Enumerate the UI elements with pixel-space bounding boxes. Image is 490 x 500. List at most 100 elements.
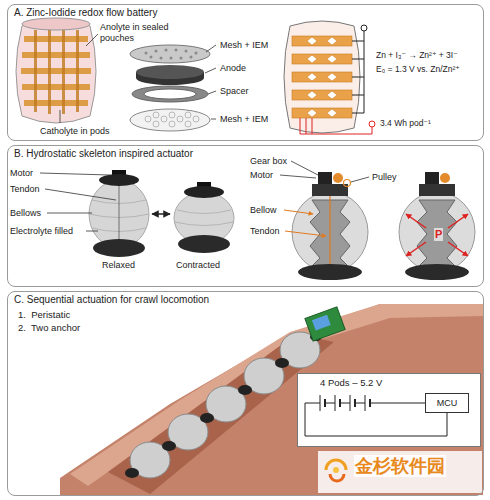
circuit-inset — [370, 403, 425, 404]
leader-line — [60, 34, 98, 123]
actuator-pressure — [448, 242, 468, 256]
cell-schematic — [284, 21, 375, 134]
pod-illustration — [16, 19, 96, 123]
watermark-logo — [318, 451, 482, 493]
robot — [305, 307, 345, 341]
part-label: Bellows — [10, 208, 41, 219]
actuator-section — [292, 172, 368, 280]
actuator-relaxed — [89, 170, 149, 257]
leader-line — [208, 91, 216, 94]
circuit-inset — [365, 395, 366, 411]
ground — [60, 304, 483, 495]
exploded-cell — [193, 116, 199, 122]
circuit-inset — [297, 373, 481, 447]
panel-band: B. Hydrostatic skeleton inspired actuato… — [7, 145, 484, 287]
exploded-cell — [161, 116, 167, 122]
cell-schematic — [300, 118, 301, 134]
watermark: 金杉软件园 — [354, 455, 446, 477]
ground — [70, 304, 483, 486]
cell-schematic — [306, 118, 307, 134]
cell-schematic — [307, 37, 317, 45]
panel-heading: A. Zinc-Iodide redox flow battery — [14, 7, 157, 19]
cell-schematic — [292, 108, 352, 118]
energy-label: 3.4 Wh pod⁻¹ — [380, 118, 431, 128]
cell-schematic — [352, 95, 364, 96]
panel-heading: C. Sequential actuation for crawl locomo… — [14, 294, 209, 306]
exploded-cell — [130, 45, 210, 63]
circuit-inset — [335, 395, 336, 411]
exploded-cell — [153, 112, 159, 118]
exploded-cell — [145, 49, 198, 60]
equation: Zn + I₃⁻ → Zn²⁺ + 3I⁻ — [376, 50, 458, 60]
pod-illustration — [16, 18, 96, 123]
cell-schematic — [307, 37, 337, 117]
cell-schematic — [307, 55, 317, 63]
part-label: Electrolyte filled — [10, 226, 73, 237]
mode-item: 2. Two anchor — [18, 322, 80, 333]
cell-schematic — [327, 37, 337, 45]
cell-schematic — [292, 36, 352, 118]
actuator-pressure — [405, 264, 469, 280]
exploded-cell — [144, 89, 196, 99]
actuator-section — [333, 173, 343, 183]
actuator-relaxed — [99, 174, 139, 186]
circuit-inset — [369, 399, 371, 407]
actuator-relaxed — [93, 239, 145, 257]
part-label: Tendon — [250, 226, 280, 237]
leader-line — [86, 231, 98, 232]
watermark-logo — [333, 467, 339, 473]
cell-schematic — [307, 73, 317, 81]
part-label: Mesh + IEM — [220, 114, 268, 125]
actuator-relaxed — [89, 180, 149, 248]
actuator-contracted — [184, 186, 224, 198]
ground — [60, 304, 483, 495]
actuator-pressure — [399, 172, 475, 280]
state-label: Relaxed — [102, 260, 135, 271]
robot — [125, 333, 322, 478]
actuator-contracted — [178, 235, 230, 253]
exploded-cell — [185, 50, 188, 53]
leader-line — [60, 110, 61, 123]
leader-line — [40, 173, 116, 231]
mcu-label: MCU — [426, 394, 468, 412]
cell-schematic — [361, 25, 367, 31]
pod-illustration — [22, 84, 90, 90]
circuit-inset — [325, 403, 335, 404]
state-arrow — [152, 213, 170, 215]
robot — [305, 307, 345, 341]
circuit-inset — [324, 399, 326, 407]
pod-illustration — [34, 30, 37, 112]
actuator-section — [344, 180, 351, 187]
leader-line — [351, 177, 369, 182]
exploded-cell — [130, 45, 210, 131]
part-label: Pulley — [372, 172, 397, 183]
watermark-logo — [330, 474, 344, 481]
exploded-cell — [190, 56, 193, 59]
leader-line — [40, 173, 110, 175]
part-label: Spacer — [220, 86, 249, 97]
actuator-contracted — [174, 182, 234, 253]
actuator-pressure — [399, 192, 475, 272]
circuit-inset — [297, 373, 481, 447]
actuator-pressure — [406, 214, 468, 256]
actuator-section — [292, 192, 368, 272]
cell-schematic — [327, 109, 337, 117]
circuit-inset — [305, 403, 320, 404]
exploded-cell — [145, 116, 151, 122]
robot — [125, 468, 139, 478]
robot — [275, 358, 289, 368]
robot — [238, 385, 252, 395]
cell-schematic — [352, 59, 364, 60]
exploded-cell — [165, 49, 168, 52]
exploded-cell — [160, 57, 163, 60]
leader-line — [205, 68, 216, 73]
actuator-relaxed — [119, 184, 120, 244]
leader-line — [206, 45, 216, 52]
pod-illustration — [62, 28, 65, 114]
actuator-section — [329, 196, 330, 266]
actuator-pressure — [417, 200, 457, 266]
cell-schematic — [300, 118, 375, 134]
cell-schematic — [312, 118, 313, 134]
part-label: Catholyte in pods — [40, 126, 110, 137]
